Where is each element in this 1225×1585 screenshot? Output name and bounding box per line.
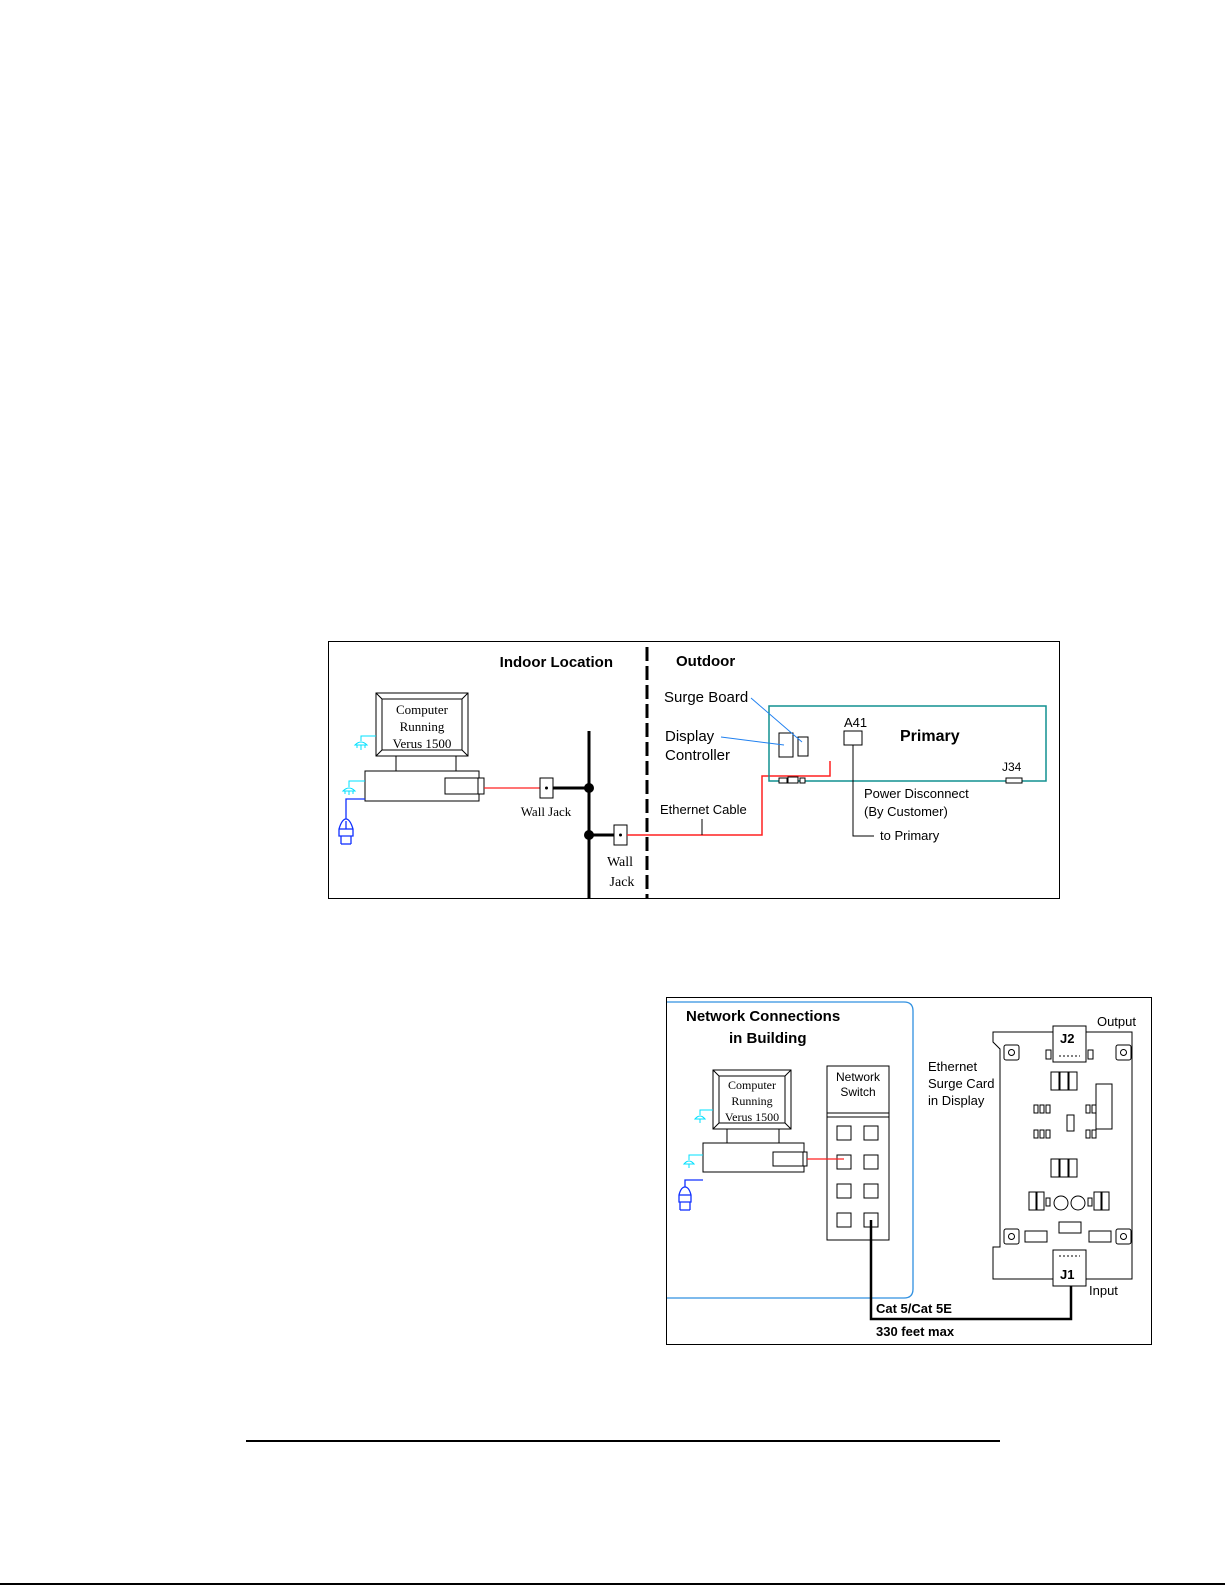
switch-port	[863, 1154, 879, 1170]
network-connections-diagram: Network Connections in Building Computer…	[666, 997, 1152, 1345]
input-label: Input	[1089, 1283, 1118, 1298]
switch-label-line2: Switch	[840, 1085, 875, 1099]
computer-monitor: Computer Running Verus 1500	[712, 1069, 792, 1143]
display-controller-callout	[720, 736, 785, 746]
j1-label: J1	[1060, 1267, 1074, 1282]
wall-jack-2	[613, 824, 628, 846]
j34-connector	[1005, 777, 1023, 784]
j34-label: J34	[1002, 760, 1022, 774]
switch-port	[836, 1154, 852, 1170]
switch-ports	[836, 1125, 879, 1228]
display-controller-box	[778, 732, 794, 758]
switch-port	[836, 1183, 852, 1199]
building-title-line2: in Building	[729, 1030, 806, 1047]
power-disconnect-label-line1: Power Disconnect	[864, 786, 969, 801]
monitor-label-line1: Computer	[728, 1078, 776, 1092]
backbone-node-1	[584, 783, 594, 793]
display-controller-label-line2: Controller	[665, 747, 730, 764]
switch-port	[836, 1125, 852, 1141]
computer-cpu	[702, 1142, 808, 1173]
cable-type-label: Cat 5/Cat 5E	[876, 1301, 952, 1316]
monitor-power-plug-icon	[693, 1109, 713, 1123]
monitor-label-line3: Verus 1500	[393, 736, 452, 751]
power-disconnect-label-line2: (By Customer)	[864, 804, 948, 819]
computer-monitor: Computer Running Verus 1500	[375, 692, 469, 771]
computer-cpu	[364, 770, 485, 802]
building-title-line1: Network Connections	[686, 1008, 840, 1025]
j1-connector: J1	[1052, 1249, 1087, 1287]
switch-port	[863, 1125, 879, 1141]
wiring-diagram-canvas: Computer Running Verus 1500	[328, 641, 1060, 899]
monitor-label-line1: Computer	[396, 702, 449, 717]
power-line-to-primary	[852, 745, 874, 837]
switch-label-line1: Network	[836, 1070, 881, 1084]
terminal-connectors	[778, 776, 806, 784]
output-label: Output	[1097, 1014, 1136, 1029]
ethernet-cable-outdoor	[627, 761, 831, 836]
monitor-label-line2: Running	[400, 719, 445, 734]
monitor-label-line3: Verus 1500	[725, 1110, 779, 1124]
surge-board-box	[797, 736, 809, 757]
outdoor-label: Outdoor	[676, 653, 735, 670]
mouse-icon	[338, 798, 365, 845]
network-switch: Network Switch	[826, 1065, 890, 1241]
cpu-power-plug-icon	[682, 1154, 703, 1168]
wall-jack-2-label-line1: Wall	[607, 855, 633, 870]
j2-connector: J2	[1052, 1025, 1087, 1063]
indoor-location-label: Indoor Location	[500, 654, 613, 671]
surge-card-label-line2: Surge Card	[928, 1076, 994, 1091]
display-controller-label-line1: Display	[665, 728, 715, 745]
cpu-power-plug-icon	[341, 780, 365, 795]
monitor-power-plug-icon	[353, 735, 376, 750]
surge-board-label: Surge Board	[664, 689, 748, 706]
switch-port	[836, 1212, 852, 1228]
monitor-label-line2: Running	[731, 1094, 772, 1108]
a41-label: A41	[844, 715, 867, 730]
mouse-icon	[678, 1179, 703, 1211]
network-diagram-canvas: Network Connections in Building Computer…	[666, 997, 1152, 1345]
wall-jack-1	[539, 777, 554, 799]
surge-card-components	[1024, 1049, 1113, 1243]
ethernet-cable-label: Ethernet Cable	[660, 802, 747, 817]
mounting-hole-icons	[1003, 1044, 1132, 1245]
primary-label: Primary	[900, 728, 960, 745]
building-boundary	[667, 1001, 914, 1299]
a41-box	[843, 730, 863, 746]
surge-card-label-line3: in Display	[928, 1093, 985, 1108]
to-primary-label: to Primary	[880, 828, 940, 843]
page-bottom-edge	[0, 1583, 1225, 1585]
wall-jack-2-label-line2: Jack	[610, 875, 635, 890]
figure-frame	[328, 641, 1060, 899]
surge-board-callout	[750, 697, 803, 743]
cat5-cable	[869, 1220, 1073, 1321]
wall-jack-1-label: Wall Jack	[521, 804, 572, 819]
cable-max-length-label: 330 feet max	[876, 1324, 955, 1339]
indoor-outdoor-wiring-diagram: Computer Running Verus 1500	[328, 641, 1060, 899]
page-footer-rule	[246, 1440, 1000, 1442]
j2-label: J2	[1060, 1031, 1074, 1046]
switch-port	[863, 1183, 879, 1199]
surge-card-label-line1: Ethernet	[928, 1059, 978, 1074]
